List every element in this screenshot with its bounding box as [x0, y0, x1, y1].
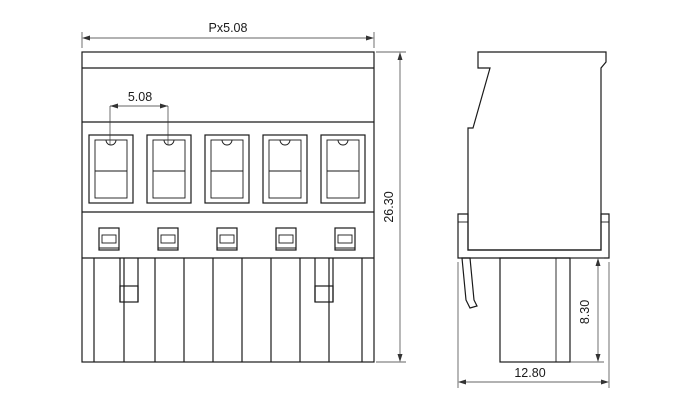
latch-tabs [98, 227, 356, 251]
latch-tab [98, 227, 120, 251]
overall-height-label: 26.30 [382, 191, 396, 222]
screw-window [88, 134, 134, 204]
screw-windows [88, 134, 366, 204]
dimension-pitch: 5.08 [109, 90, 169, 145]
pitch-label: 5.08 [128, 90, 152, 104]
front-body-outline [81, 51, 375, 363]
screw-window [146, 134, 192, 204]
latch-tab [334, 227, 356, 251]
dimension-overall-width: Px5.08 [81, 21, 375, 48]
polarizing-key [119, 258, 139, 303]
screw-window [262, 134, 308, 204]
latch-tab [275, 227, 297, 251]
side-view: 12.80 8.30 [457, 51, 610, 388]
screw-window [204, 134, 250, 204]
pin-length-label: 8.30 [578, 300, 592, 324]
dimension-overall-height: 26.30 [376, 51, 406, 363]
side-pin-block [499, 257, 571, 363]
overall-width-label: Px5.08 [209, 21, 248, 35]
latch-tab [157, 227, 179, 251]
side-flange [457, 213, 610, 259]
front-view: Px5.08 5.08 26.30 [81, 21, 406, 363]
polarizing-key [314, 258, 334, 303]
side-latch-hook [461, 257, 478, 309]
screw-window [320, 134, 366, 204]
depth-label: 12.80 [514, 366, 545, 380]
dimension-depth: 12.80 [457, 262, 610, 388]
dimension-pin-length: 8.30 [570, 257, 604, 363]
latch-tab [216, 227, 238, 251]
side-housing-outline [467, 51, 607, 251]
wire-entry-partitions [93, 258, 363, 362]
